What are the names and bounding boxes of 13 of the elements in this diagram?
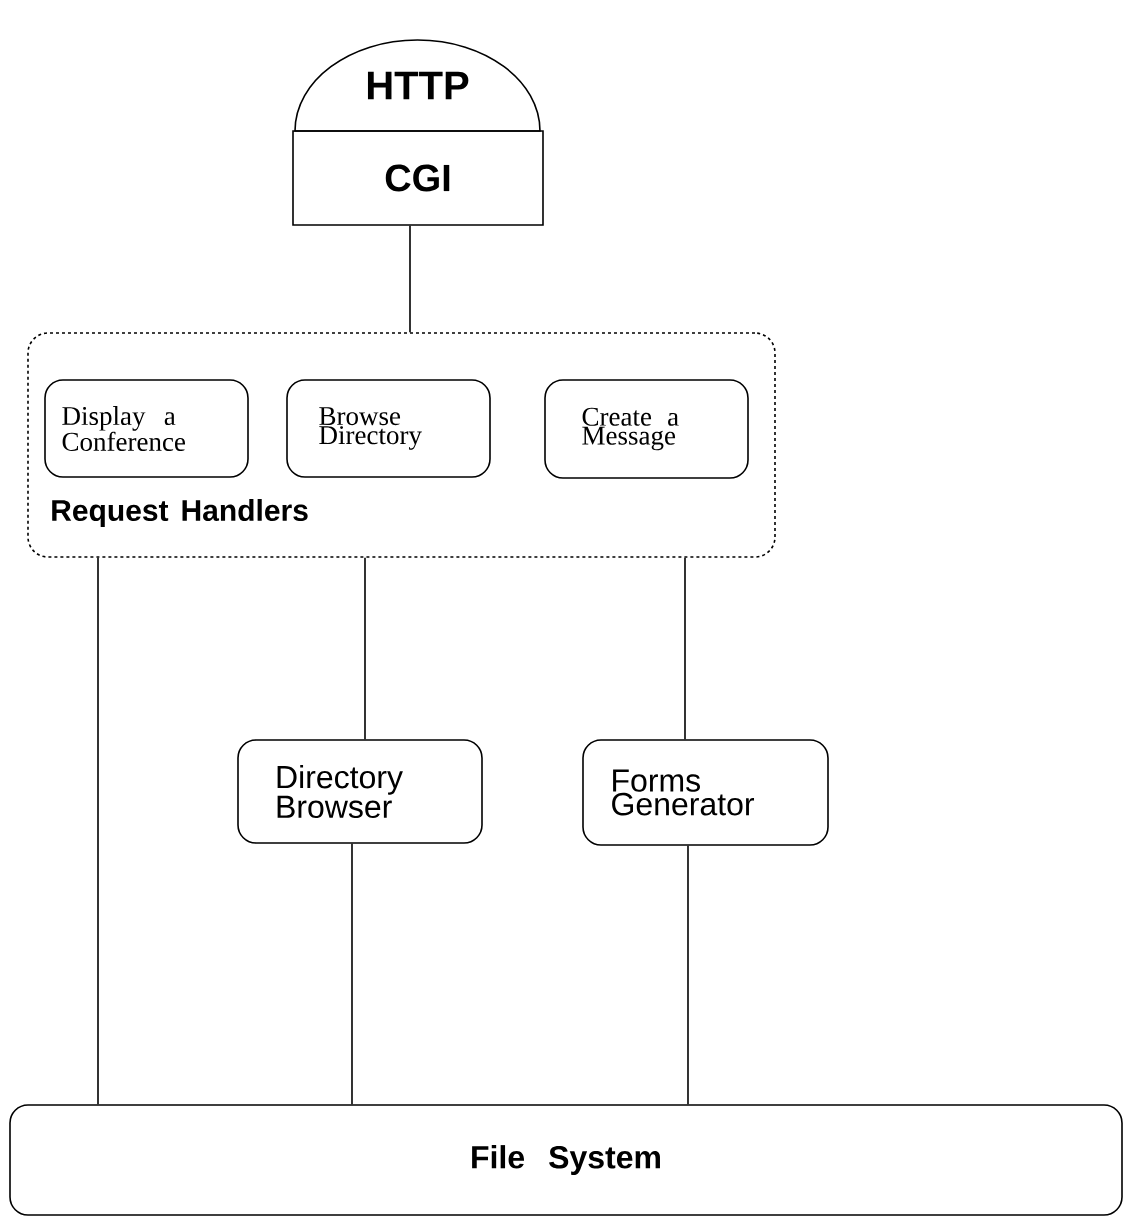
process-box: Directory Browser (237, 739, 483, 844)
connector-line (684, 557, 686, 740)
connector-line (351, 843, 353, 1105)
process-box: Display a Conference (44, 379, 249, 478)
connector-line (97, 557, 99, 1105)
process-box: Browse Directory (286, 379, 491, 478)
connector-line (364, 557, 366, 740)
connector-line (409, 225, 411, 333)
process-box: Forms Generator (582, 739, 829, 846)
process-box: CGI (292, 130, 544, 226)
process-box: File System (9, 1104, 1123, 1216)
process-box: Create a Message (544, 379, 749, 479)
connector-line (687, 845, 689, 1105)
